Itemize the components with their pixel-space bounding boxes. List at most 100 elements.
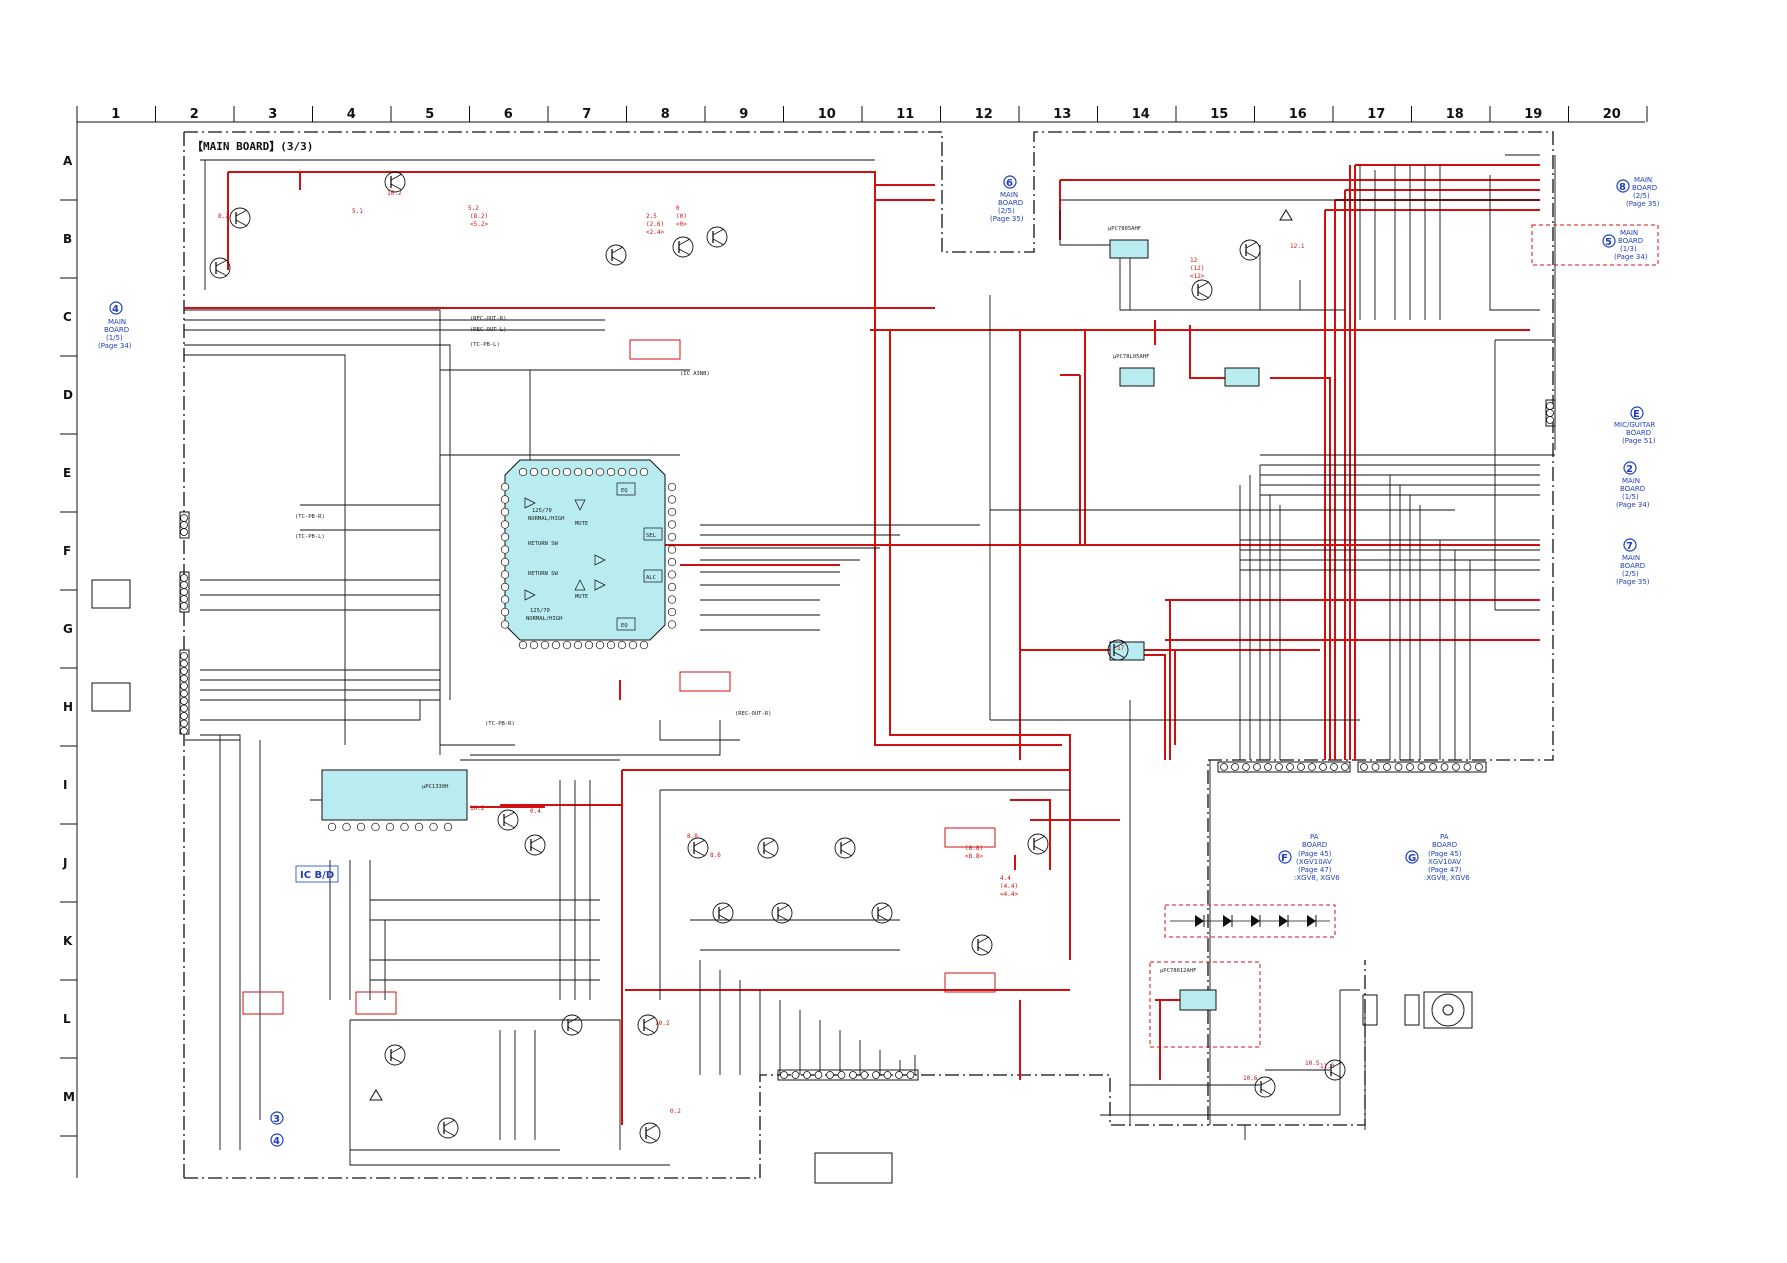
connector-pin — [180, 667, 188, 675]
icPinsRight-pin — [667, 495, 677, 504]
connector-f: F PA BOARD (Page 45) (XGV10AV (Page 47) … — [1278, 833, 1340, 882]
icPinsBot-pin — [595, 640, 605, 650]
connector-pin — [1475, 763, 1483, 771]
row-label-B: B — [63, 232, 72, 246]
row-label-M: M — [63, 1090, 75, 1104]
voltage-label: 4.4 — [1000, 875, 1011, 882]
column-label-18: 18 — [1446, 107, 1464, 122]
connector-pin — [1264, 763, 1272, 771]
voltage-label: (2.6) — [646, 221, 664, 228]
diode — [1223, 915, 1232, 927]
icPinsLeft-pin — [500, 482, 510, 492]
voltage-label: 8.6 — [710, 852, 721, 859]
signal-0: (REC-OUT-R) — [470, 316, 506, 322]
icPinsRight-pin — [667, 595, 677, 604]
ic-main-label-4: RETURN SW — [528, 571, 558, 577]
connector-5: 5 MAIN BOARD (1/3) (Page 34) — [1602, 229, 1648, 261]
icPinsTop-pin — [540, 467, 550, 477]
icPinsBot-pin — [518, 640, 528, 650]
connector-pin — [180, 697, 188, 705]
connector-5-box — [1531, 224, 1659, 266]
transistor — [971, 934, 993, 956]
connector-8-line0: MAIN — [1634, 176, 1652, 184]
ic-small-label: μPC1330H — [422, 784, 449, 790]
connector-pin — [180, 727, 188, 735]
connector-pin — [180, 682, 188, 690]
transistor — [209, 257, 231, 279]
transistor — [687, 837, 709, 859]
icPinsTop-pin — [551, 467, 561, 477]
signal-wiring — [184, 154, 1556, 1166]
column-label-17: 17 — [1367, 107, 1385, 122]
voltage-label: 0 — [676, 205, 680, 212]
connector-6-line3: (Page 35) — [990, 215, 1024, 223]
voltage-label: 5.2 — [468, 205, 479, 212]
connector-g-line0: PA — [1440, 833, 1449, 841]
icPinsBot-pin — [551, 640, 561, 650]
connector-e: E MIC/GUITAR BOARD (Page 51) — [1614, 406, 1656, 445]
connector-pin — [1319, 763, 1327, 771]
connector-5-line3: (Page 34) — [1614, 253, 1648, 261]
column-label-2: 2 — [190, 107, 199, 122]
transistor — [637, 1014, 659, 1036]
connector-4-line2: (1/5) — [106, 334, 123, 342]
regulator-1-label: μPC7805AHF — [1108, 226, 1141, 232]
connector-pin — [180, 595, 188, 603]
ic-small: μPC1330H — [321, 769, 468, 832]
connector-pin — [1330, 763, 1338, 771]
connector-pin — [180, 652, 188, 660]
connector-f-line0: PA — [1310, 833, 1319, 841]
column-label-12: 12 — [975, 107, 993, 122]
transistor — [771, 902, 793, 924]
connector-e-line2: (Page 51) — [1622, 437, 1656, 445]
column-label-13: 13 — [1053, 107, 1071, 122]
icPinsLeft-pin — [500, 507, 510, 517]
connector-7-line3: (Page 35) — [1616, 578, 1650, 586]
diode — [1279, 915, 1288, 927]
column-label-9: 9 — [739, 107, 748, 122]
smallIcPins-pin — [327, 822, 337, 832]
column-label-4: 4 — [347, 107, 356, 122]
icPinsBot-pin — [562, 640, 572, 650]
voltage-label: 0.4 — [530, 808, 541, 815]
connector-5-line1: BOARD — [1618, 237, 1643, 245]
connector-pin — [180, 521, 188, 529]
connector-pin — [1406, 763, 1414, 771]
connector-8-num: 8 — [1619, 182, 1626, 193]
connector-pin — [883, 1071, 892, 1079]
voltage-label: 12 — [1190, 257, 1198, 264]
connector-2: 2 MAIN BOARD (1/5) (Page 34) — [1616, 461, 1650, 509]
ic-main: 125/70 NORMAL/HIGH MUTE RETURN SW RETURN… — [500, 459, 677, 650]
icPinsLeft-pin — [500, 582, 510, 592]
connector-pin — [1546, 409, 1554, 417]
connector-e-num: E — [1633, 409, 1640, 420]
connector-7: 7 MAIN BOARD (2/5) (Page 35) — [1616, 538, 1650, 586]
icPinsLeft-pin — [500, 620, 510, 629]
icPinsLeft-pin — [500, 595, 510, 604]
connector-5-line0: MAIN — [1620, 229, 1638, 237]
ic-main-label-3: RETURN SW — [528, 541, 558, 547]
connector-pin — [1371, 763, 1380, 771]
connector-pin — [1383, 763, 1391, 771]
connector-pin — [180, 704, 188, 713]
icPinsTop-pin — [518, 467, 528, 477]
icPinsBot-pin — [617, 640, 627, 650]
connector-3-num: 3 — [273, 1114, 280, 1125]
ic-main-label-0: 125/70 — [532, 508, 552, 514]
ic-main-pins-left — [500, 482, 510, 629]
diode — [1251, 915, 1260, 927]
icPinsBot-pin — [606, 640, 616, 650]
row-label-H: H — [63, 700, 73, 714]
column-label-11: 11 — [896, 107, 914, 122]
transistor — [639, 1122, 661, 1144]
connector-6-line0: MAIN — [1000, 191, 1018, 199]
voltage-label: 8.8 — [687, 833, 698, 840]
red-power-traces — [184, 164, 1540, 1125]
connector-4-lower: 4 — [270, 1133, 284, 1147]
voltage-label: 10.5 — [1305, 1060, 1320, 1067]
voltage-label: 2.5 — [646, 213, 657, 220]
connector-pin — [780, 1071, 788, 1079]
connector-4-num: 4 — [112, 304, 119, 315]
